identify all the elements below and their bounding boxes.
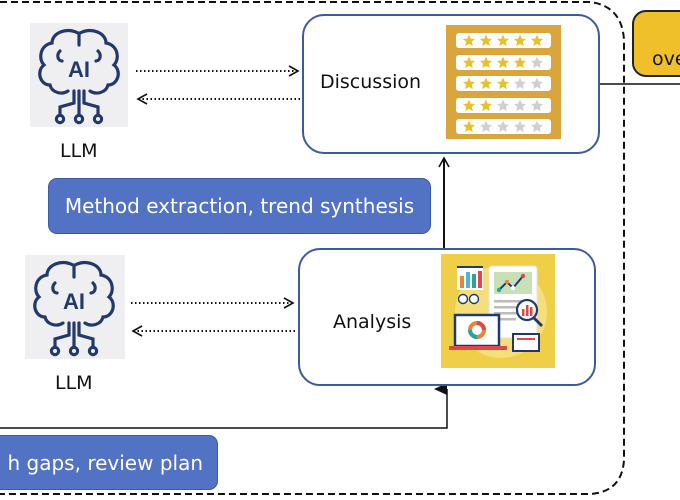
llm-node-2: AI bbox=[25, 255, 125, 359]
rating-row bbox=[456, 76, 551, 91]
rating-row bbox=[456, 97, 551, 113]
star-empty-icon bbox=[479, 120, 493, 133]
method-extraction-step: Method extraction, trend synthesis bbox=[48, 178, 431, 234]
llm-label-1: LLM bbox=[60, 140, 98, 162]
star-empty-icon bbox=[513, 120, 527, 133]
star-filled-icon bbox=[513, 34, 527, 47]
analysis-label: Analysis bbox=[333, 311, 412, 333]
star-empty-icon bbox=[530, 99, 544, 111]
ai-icon-text: AI bbox=[63, 289, 85, 314]
star-filled-icon bbox=[479, 77, 493, 90]
star-empty-icon bbox=[530, 120, 544, 133]
ai-brain-icon: AI bbox=[38, 29, 120, 125]
star-filled-icon bbox=[496, 77, 510, 90]
review-plan-step: h gaps, review plan bbox=[0, 435, 218, 490]
ai-icon-text: AI bbox=[68, 57, 90, 82]
star-filled-icon bbox=[479, 34, 493, 47]
llm-label-2: LLM bbox=[55, 372, 93, 394]
dashed-container bbox=[0, 0, 625, 495]
star-empty-icon bbox=[496, 120, 510, 133]
rating-row bbox=[456, 33, 551, 48]
star-filled-icon bbox=[462, 99, 476, 111]
star-filled-icon bbox=[462, 120, 476, 133]
star-filled-icon bbox=[530, 34, 544, 47]
rating-row bbox=[456, 54, 551, 70]
star-filled-icon bbox=[462, 34, 476, 47]
star-filled-icon bbox=[479, 99, 493, 111]
discussion-label: Discussion bbox=[320, 71, 422, 93]
llm-node-1: AI bbox=[30, 23, 128, 127]
star-empty-icon bbox=[530, 56, 544, 68]
star-filled-icon bbox=[479, 56, 493, 68]
star-empty-icon bbox=[496, 99, 510, 111]
input-to-analysis-arrow bbox=[0, 383, 448, 429]
side-output-box bbox=[632, 10, 680, 77]
star-filled-icon bbox=[496, 34, 510, 47]
ai-brain-icon: AI bbox=[33, 261, 115, 357]
star-filled-icon bbox=[462, 77, 476, 90]
star-empty-icon bbox=[513, 77, 527, 90]
star-filled-icon bbox=[496, 56, 510, 68]
star-filled-icon bbox=[513, 56, 527, 68]
star-empty-icon bbox=[513, 99, 527, 111]
star-empty-icon bbox=[530, 77, 544, 90]
star-rating-icon bbox=[446, 25, 561, 139]
side-output-text: ove bbox=[652, 48, 680, 70]
star-filled-icon bbox=[462, 56, 476, 68]
data-analysis-icon bbox=[441, 254, 555, 368]
rating-row bbox=[456, 119, 551, 134]
